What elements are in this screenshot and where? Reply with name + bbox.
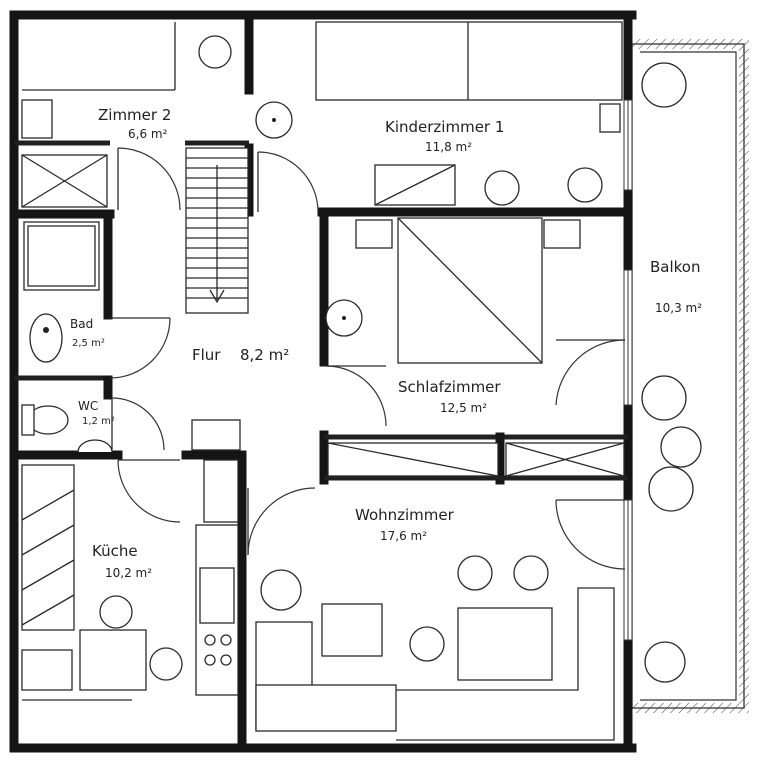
wc-area: 1,2 m² xyxy=(82,416,115,427)
zimmer2-name: Zimmer 2 xyxy=(98,106,171,124)
staircase xyxy=(185,147,249,314)
zimmer2-area: 6,6 m² xyxy=(128,127,168,141)
schlafzimmer-area: 12,5 m² xyxy=(440,401,487,415)
kueche-name: Küche xyxy=(92,542,138,560)
balkon-name: Balkon xyxy=(650,258,701,276)
wohnzimmer-area: 17,6 m² xyxy=(380,529,427,543)
wc-furniture xyxy=(21,404,113,453)
kinderzimmer1-name: Kinderzimmer 1 xyxy=(385,118,504,136)
schlafzimmer-furniture xyxy=(325,217,625,477)
balcony xyxy=(631,39,749,713)
outer-walls xyxy=(9,10,637,753)
flur-furniture xyxy=(191,419,241,451)
doors xyxy=(109,147,626,570)
bad-area: 2,5 m² xyxy=(72,338,105,349)
room-labels: Zimmer 2 6,6 m² Kinderzimmer 1 11,8 m² B… xyxy=(70,106,702,580)
flur-area: 8,2 m² xyxy=(240,346,289,364)
schlafzimmer-name: Schlafzimmer xyxy=(398,378,501,396)
wohnzimmer-name: Wohnzimmer xyxy=(355,506,455,524)
balkon-area: 10,3 m² xyxy=(655,301,702,315)
flur-name: Flur xyxy=(192,346,221,364)
zimmer2-furniture xyxy=(21,22,232,208)
wc-name: WC xyxy=(78,399,98,413)
bad-furniture xyxy=(23,221,100,363)
wohnzimmer-furniture xyxy=(255,555,615,741)
balkon-furniture xyxy=(641,62,702,683)
kueche-area: 10,2 m² xyxy=(105,566,152,580)
interior-walls xyxy=(9,10,633,753)
kinderzimmer1-area: 11,8 m² xyxy=(425,140,472,154)
bad-name: Bad xyxy=(70,317,93,331)
windows xyxy=(623,99,633,641)
kinderzimmer-furniture xyxy=(255,21,623,206)
kueche-furniture xyxy=(21,459,239,701)
